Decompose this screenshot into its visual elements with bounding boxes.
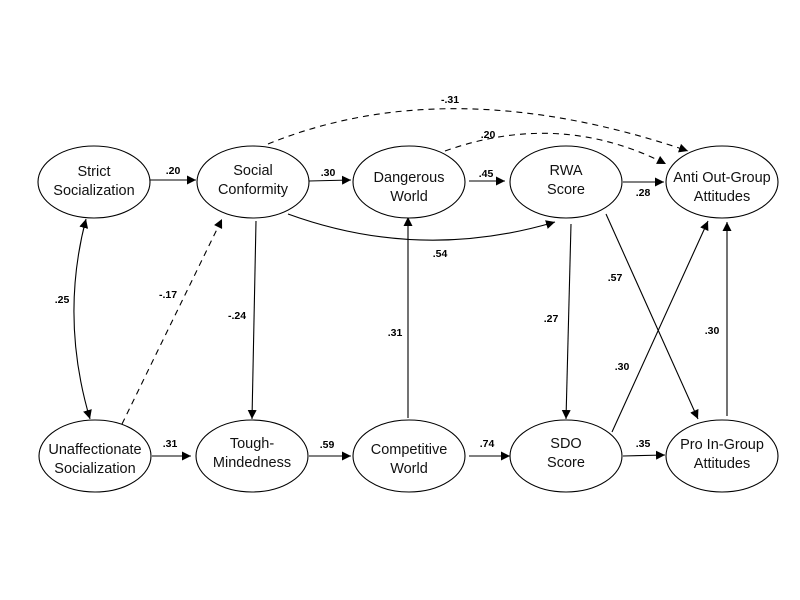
edge-label-sdo-anti: .30 [615,361,630,373]
edge-label-social-tough: -.24 [228,310,246,322]
edge-label-rwa-pro: .57 [608,272,623,284]
edge-danger-to-anti [444,132,667,165]
edge-label-rwa-sdo: .27 [544,313,559,325]
node-unaffectionate-socialization: Unaffectionate Socialization [38,419,152,493]
node-label-line2: Score [547,182,585,198]
edge-label-unaff-tough: .31 [163,438,178,450]
node-label-line2: World [390,461,428,477]
edge-rwa-to-sdo [561,223,572,420]
edge-social-to-tough [247,220,257,420]
edge-label-strict-unaff: .25 [55,294,70,306]
node-ellipse [37,145,151,219]
edge-rwa-to-pro [605,213,699,420]
edge-label-strict-social: .20 [166,165,181,177]
edge-social-to-rwa [287,213,556,241]
edge-label-unaff-social: -.17 [159,289,177,301]
node-strict-socialization: Strict Socialization [37,145,151,219]
edge-label-compet-danger: .31 [388,327,403,339]
node-ellipse [352,145,466,219]
node-ellipse [665,145,779,219]
edge-social-to-danger [308,175,352,185]
edge-unaff-to-social [121,218,223,425]
edge-label-social-danger: .30 [321,167,336,179]
node-label-line1: Anti Out-Group [673,170,771,186]
node-label-line2: Mindedness [213,455,291,471]
node-label-line1: Pro In-Group [680,437,764,453]
edge-label-social-anti: -.31 [441,94,459,106]
edge-label-danger-rwa: .45 [479,168,494,180]
edge-strict-unaff-covariance [73,218,92,420]
node-ellipse [38,419,152,493]
node-pro-in-group-attitudes: Pro In-Group Attitudes [665,419,779,493]
node-tough-mindedness: Tough- Mindedness [195,419,309,493]
node-label-line1: SDO [550,436,581,452]
node-label-line1: Unaffectionate [48,442,141,458]
edge-label-compet-sdo: .74 [480,438,495,450]
edge-sdo-to-pro [622,450,666,460]
node-label-line2: World [390,189,428,205]
edges [73,108,732,461]
node-label-line2: Socialization [54,461,135,477]
node-label-line1: Dangerous [374,170,445,186]
node-ellipse [196,145,310,219]
node-ellipse [509,419,623,493]
node-dangerous-world: Dangerous World [352,145,466,219]
edge-label-pro-anti: .30 [705,325,720,337]
node-social-conformity: Social Conformity [196,145,310,219]
node-label-line1: Competitive [371,442,448,458]
edge-label-rwa-anti: .28 [636,187,651,199]
node-sdo-score: SDO Score [509,419,623,493]
node-competitive-world: Competitive World [352,419,466,493]
node-label-line1: Social [233,163,273,179]
node-label-line1: Strict [77,164,110,180]
edge-label-sdo-pro: .35 [636,438,651,450]
node-label-line2: Attitudes [694,189,750,205]
edge-social-to-anti [267,108,689,153]
node-rwa-score: RWA Score [509,145,623,219]
edge-label-tough-compet: .59 [320,439,335,451]
node-label-line1: Tough- [230,436,275,452]
node-label-line2: Attitudes [694,456,750,472]
node-ellipse [195,419,309,493]
node-label-line2: Score [547,455,585,471]
node-label-line2: Socialization [53,183,134,199]
node-ellipse [665,419,779,493]
edge-sdo-to-anti [611,220,709,433]
node-label-line2: Conformity [218,182,289,198]
node-anti-out-group-attitudes: Anti Out-Group Attitudes [665,145,779,219]
node-ellipse [352,419,466,493]
edge-label-social-rwa: .54 [433,248,448,260]
edge-labels: .20 .30 .45 .28 -.31 .20 .54 .25 -.17 -.… [55,94,720,451]
edge-label-danger-anti: .20 [481,129,496,141]
node-label-line1: RWA [549,163,582,179]
node-ellipse [509,145,623,219]
